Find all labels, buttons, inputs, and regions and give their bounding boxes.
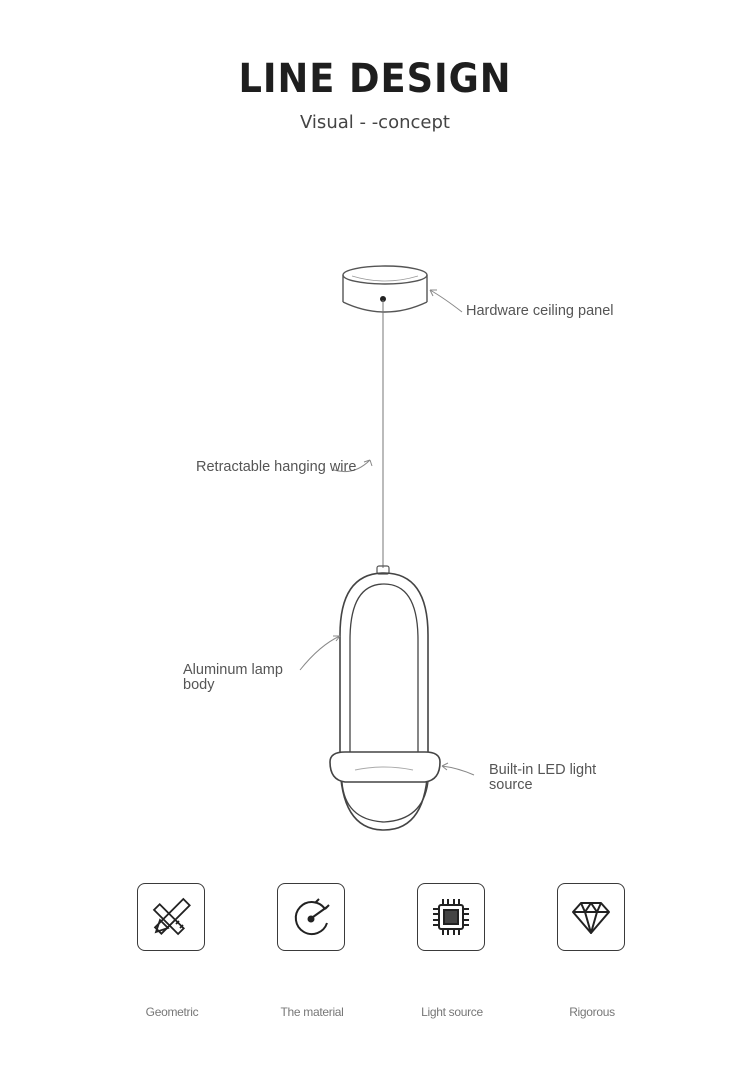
wire-anchor	[380, 296, 386, 302]
feature-geometric: Geometric	[137, 883, 207, 1019]
feature-light-source: Light source	[417, 883, 487, 1019]
lamp-illustration	[299, 265, 475, 831]
feature-label: Light source	[421, 1005, 483, 1019]
diamond-icon	[557, 883, 625, 951]
callout-lamp-body: Aluminum lamp body	[183, 662, 283, 693]
callout-led-source: Built-in LED light source	[489, 762, 597, 793]
page-title: LINE DESIGN	[238, 56, 512, 102]
callout-hanging-wire: Retractable hanging wire	[196, 459, 357, 475]
feature-label: Rigorous	[569, 1005, 615, 1019]
feature-material: The material	[277, 883, 347, 1019]
feature-rigorous: Rigorous	[557, 883, 627, 1019]
material-icon	[277, 883, 345, 951]
feature-label: Geometric	[145, 1005, 199, 1019]
callout-ceiling-panel: Hardware ceiling panel	[466, 303, 614, 319]
led-ring	[329, 751, 441, 823]
ceiling-panel	[342, 265, 428, 313]
feature-label: The material	[280, 1005, 344, 1019]
lamp-body	[339, 572, 429, 831]
page-subtitle: Visual - -concept	[300, 112, 450, 133]
chip-icon	[417, 883, 485, 951]
geometric-icon	[137, 883, 205, 951]
